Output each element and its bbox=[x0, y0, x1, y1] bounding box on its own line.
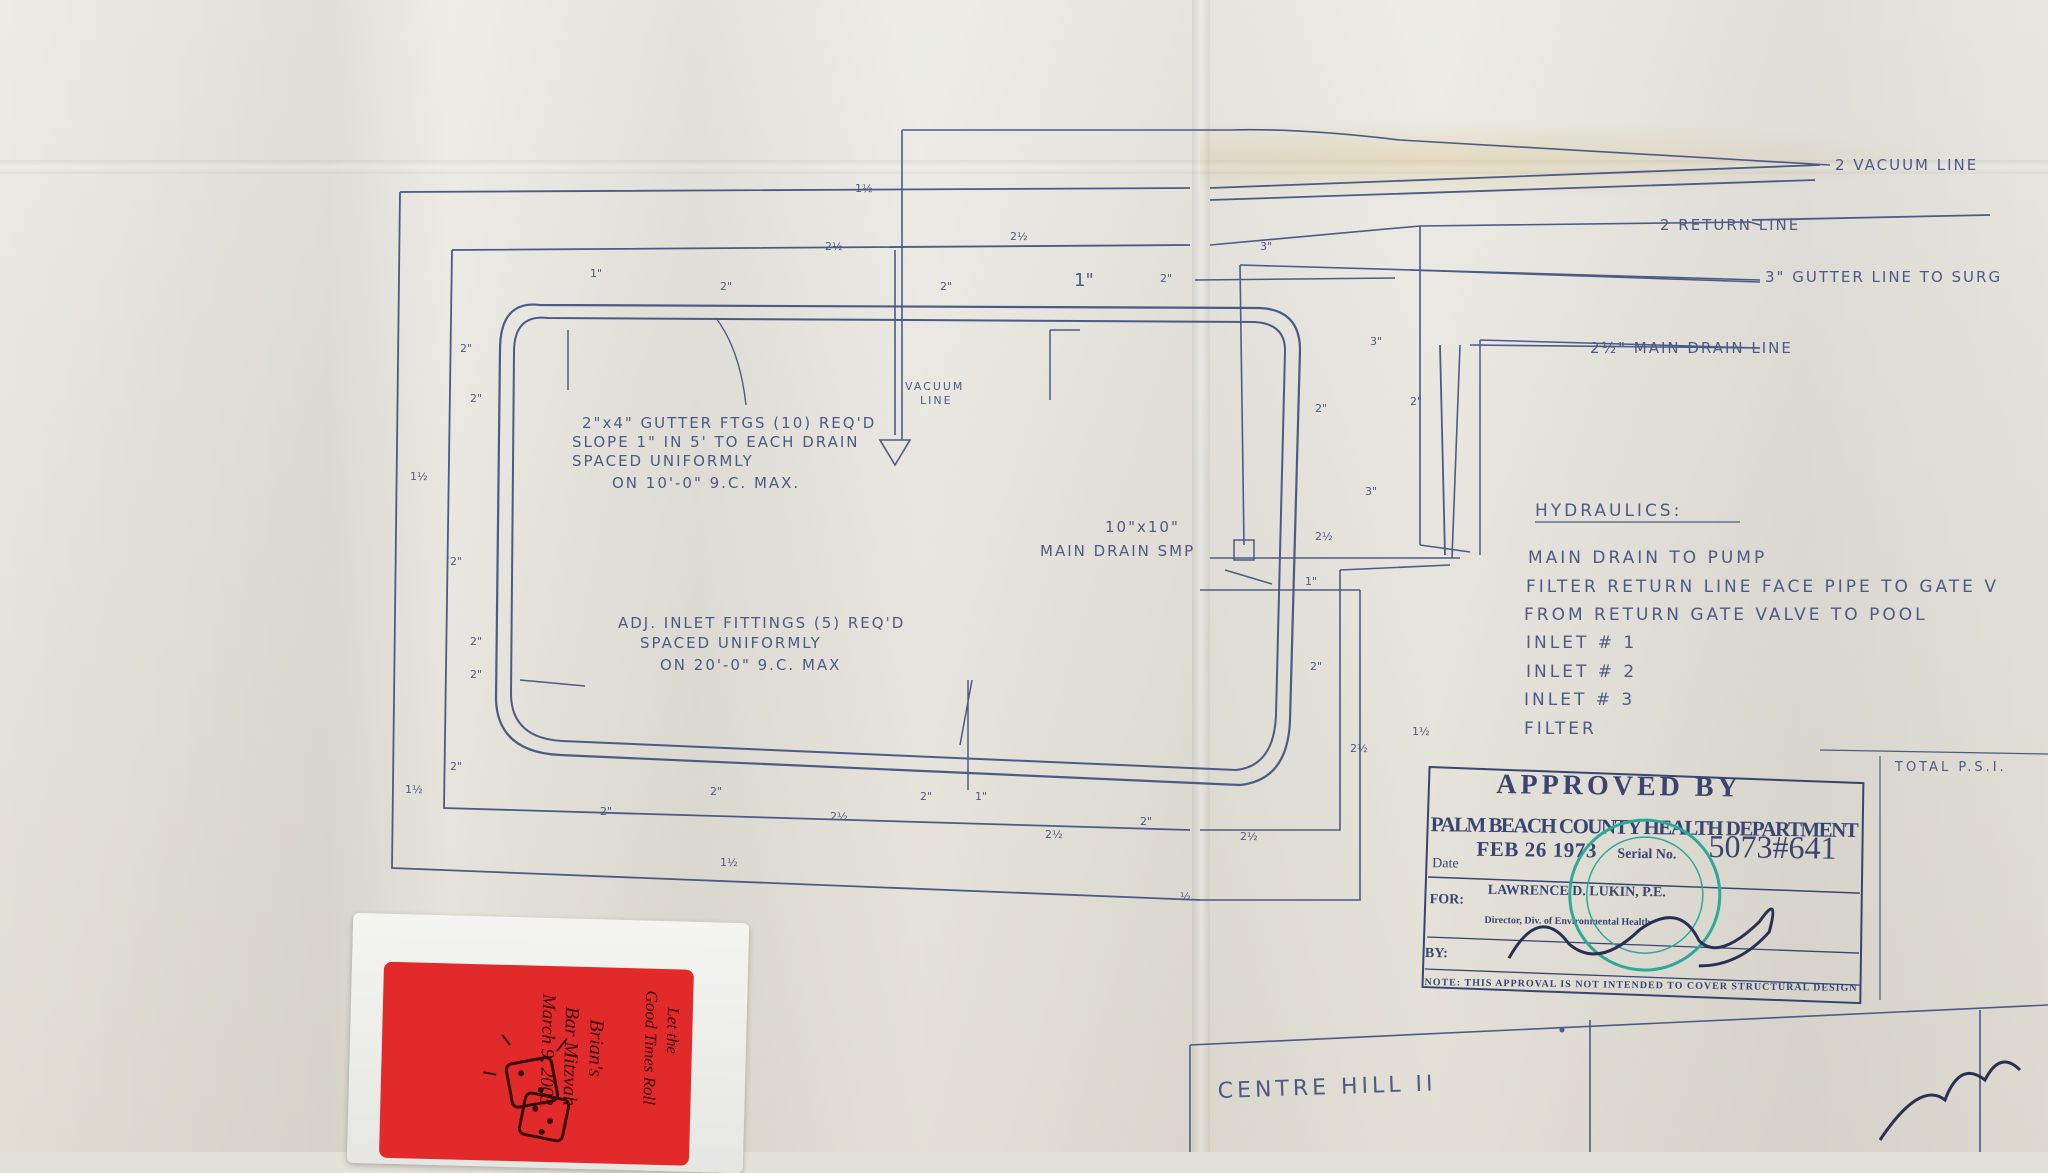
inlet-note-1: ADJ. INLET FITTINGS (5) REQ'D bbox=[618, 614, 905, 632]
hydraulics-item-6: INLET # 3 bbox=[1524, 690, 1635, 710]
svg-text:2": 2" bbox=[450, 760, 462, 773]
gutter-line-label: 3" GUTTER LINE TO SURG bbox=[1765, 268, 2002, 286]
svg-text:2": 2" bbox=[940, 280, 952, 293]
stamp-serial: 5073#641 bbox=[1708, 828, 1836, 866]
vacuum-line-note-2: LINE bbox=[920, 394, 953, 407]
hydraulics-item-4: INLET # 1 bbox=[1526, 633, 1637, 653]
pipe-size-callouts: 1½ 2½ 2½ 3" 2" 2" 2" 1" 1" 2" 2" 1½ 2" 2… bbox=[405, 182, 1430, 903]
hydraulics-item-2: FILTER RETURN LINE FACE PIPE TO GATE V bbox=[1526, 577, 1999, 597]
inlet-note-3: ON 20'-0" 9.C. MAX bbox=[660, 656, 841, 674]
pool-outline bbox=[494, 303, 1302, 787]
stamp-for-name: LAWRENCE D. LUKIN, P.E. bbox=[1488, 883, 1666, 900]
matchbox: Let the Good Times Roll Brian's Bar Mitz… bbox=[346, 912, 750, 1173]
engineer-seal-icon bbox=[1568, 818, 1722, 972]
main-drain-line-label: 2½" MAIN DRAIN LINE bbox=[1590, 339, 1793, 357]
svg-text:2½: 2½ bbox=[830, 810, 848, 823]
svg-text:2": 2" bbox=[470, 392, 482, 405]
svg-text:3": 3" bbox=[1365, 485, 1377, 498]
hydraulics-title: HYDRAULICS: bbox=[1535, 501, 1682, 521]
approval-stamp: APPROVED BY PALM BEACH COUNTY HEALTH DEP… bbox=[1421, 766, 1865, 1005]
svg-text:2": 2" bbox=[1160, 272, 1172, 285]
svg-text:1½: 1½ bbox=[1412, 725, 1430, 738]
hydraulics-item-3: FROM RETURN GATE VALVE TO POOL bbox=[1524, 605, 1928, 625]
hydraulics-table: HYDRAULICS: MAIN DRAIN TO PUMP FILTER RE… bbox=[1524, 501, 2048, 1000]
svg-text:2": 2" bbox=[460, 342, 472, 355]
matchbox-line-2: Good Times Roll bbox=[639, 990, 662, 1106]
svg-text:½: ½ bbox=[1180, 890, 1191, 903]
gutter-note-4: ON 10'-0" 9.C. MAX. bbox=[612, 474, 800, 492]
svg-text:1": 1" bbox=[975, 790, 987, 803]
matchbox-line-4: Bar Mitzvah bbox=[558, 1006, 583, 1107]
pipe-line-labels: 2 VACUUM LINE 2 RETURN LINE 3" GUTTER LI… bbox=[1590, 156, 2002, 357]
svg-text:2½: 2½ bbox=[825, 240, 843, 253]
svg-text:1½: 1½ bbox=[855, 182, 873, 195]
gutter-note-3: SPACED UNIFORMLY bbox=[572, 452, 754, 470]
svg-text:2½: 2½ bbox=[1240, 830, 1258, 843]
svg-text:1½: 1½ bbox=[720, 856, 738, 869]
svg-text:2": 2" bbox=[710, 785, 722, 798]
paper-fold-horizontal bbox=[0, 160, 2048, 174]
svg-text:2": 2" bbox=[1315, 402, 1327, 415]
vacuum-line-label: 2 VACUUM LINE bbox=[1835, 156, 1978, 174]
stamp-note: NOTE: THIS APPROVAL IS NOT INTENDED TO C… bbox=[1424, 977, 1857, 994]
gutter-note-1: 2"x4" GUTTER FTGS (10) REQ'D bbox=[582, 414, 876, 432]
svg-text:2": 2" bbox=[450, 555, 462, 568]
svg-text:2": 2" bbox=[600, 805, 612, 818]
svg-text:1": 1" bbox=[1074, 270, 1094, 291]
hydraulics-item-1: MAIN DRAIN TO PUMP bbox=[1528, 548, 1767, 568]
svg-text:2½: 2½ bbox=[1045, 828, 1063, 841]
svg-text:2½: 2½ bbox=[1350, 742, 1368, 755]
hydraulics-total: TOTAL P.S.I. bbox=[1894, 760, 2007, 775]
svg-text:2": 2" bbox=[1310, 660, 1322, 673]
hydraulics-item-7: FILTER bbox=[1524, 719, 1597, 739]
title-signature-icon bbox=[1878, 1060, 2022, 1141]
matchbox-line-1: Let the bbox=[662, 1007, 683, 1055]
svg-text:2": 2" bbox=[920, 790, 932, 803]
paper-fold-vertical bbox=[1192, 0, 1210, 1152]
sump-note-1: 10"x10" bbox=[1105, 518, 1180, 536]
stamp-date: FEB 26 1973 bbox=[1476, 837, 1596, 863]
stamp-serial-label: Serial No. bbox=[1617, 847, 1676, 863]
vacuum-line-note-1: VACUUM bbox=[905, 380, 964, 393]
svg-text:3": 3" bbox=[1260, 240, 1272, 253]
signature-icon bbox=[1507, 907, 1775, 968]
svg-text:3": 3" bbox=[1370, 335, 1382, 348]
stamp-heading: APPROVED BY bbox=[1496, 769, 1742, 803]
svg-text:2": 2" bbox=[470, 668, 482, 681]
stamp-director: Director, Div. of Environmental Health bbox=[1484, 915, 1650, 928]
hydraulics-item-5: INLET # 2 bbox=[1526, 662, 1637, 682]
svg-text:1": 1" bbox=[1305, 575, 1317, 588]
return-line-label: 2 RETURN LINE bbox=[1660, 216, 1800, 234]
matchbox-label: Let the Good Times Roll Brian's Bar Mitz… bbox=[378, 961, 694, 1166]
svg-text:2": 2" bbox=[1140, 815, 1152, 828]
dice-icon bbox=[483, 1034, 571, 1143]
title-block: CENTRE HILL II bbox=[1189, 1004, 2048, 1152]
svg-text:2": 2" bbox=[1410, 395, 1422, 408]
matchbox-line-5: March 9, 2003 bbox=[535, 993, 560, 1106]
svg-text:1": 1" bbox=[590, 267, 602, 280]
sump-note-2: MAIN DRAIN SMP bbox=[1040, 542, 1195, 560]
matchbox-line-3: Brian's bbox=[584, 1018, 608, 1078]
stamp-date-label: Date bbox=[1432, 856, 1459, 871]
stamp-for-label: FOR: bbox=[1430, 892, 1464, 907]
svg-text:2½: 2½ bbox=[1010, 230, 1028, 243]
project-title: CENTRE HILL II bbox=[1217, 1071, 1437, 1104]
svg-text:1½: 1½ bbox=[410, 470, 428, 483]
stamp-by-label: BY: bbox=[1425, 946, 1448, 961]
gutter-note-2: SLOPE 1" IN 5' TO EACH DRAIN bbox=[572, 433, 860, 451]
svg-text:2": 2" bbox=[470, 635, 482, 648]
inlet-note-2: SPACED UNIFORMLY bbox=[640, 634, 822, 652]
pipe-network bbox=[391, 128, 1991, 901]
svg-text:2½: 2½ bbox=[1315, 530, 1333, 543]
drawing-notes: 2"x4" GUTTER FTGS (10) REQ'D SLOPE 1" IN… bbox=[572, 317, 1195, 674]
svg-text:2": 2" bbox=[720, 280, 732, 293]
svg-text:1½: 1½ bbox=[405, 783, 423, 796]
